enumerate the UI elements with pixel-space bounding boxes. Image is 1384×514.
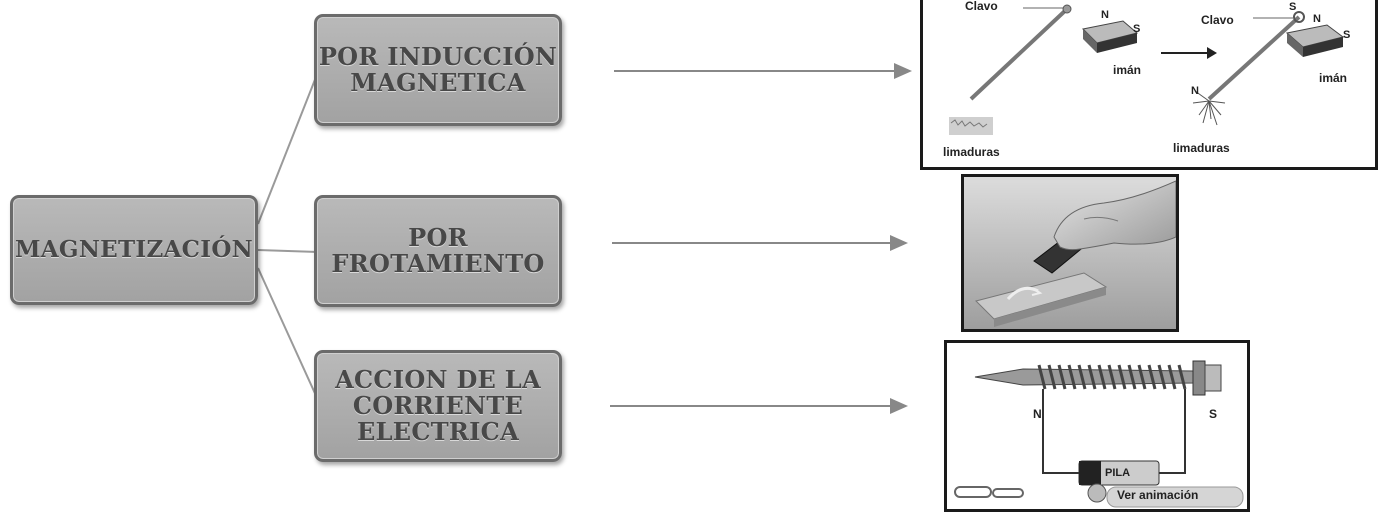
label-iman-left: imán [1113, 63, 1142, 77]
nail-head [1192, 360, 1206, 396]
label-n-left: N [1101, 9, 1109, 21]
ver-animacion-button[interactable]: Ver animación [1117, 488, 1199, 502]
connector-root-to-induction [257, 71, 319, 225]
current-drawing [954, 360, 1244, 508]
label-limaduras-right: limaduras [1173, 141, 1230, 155]
label-clavo-left: Clavo [965, 0, 998, 13]
label-n-tip-right: N [1191, 85, 1199, 97]
magnet-right [1285, 24, 1345, 57]
nail-left [969, 7, 1069, 101]
label-limaduras-left: limaduras [943, 145, 1000, 159]
label-iman-right: imán [1319, 71, 1348, 85]
friction-illustration [961, 174, 1179, 332]
coil [1037, 364, 1187, 390]
induction-drawing [949, 4, 1345, 135]
label-clavo-right: Clavo [1201, 13, 1234, 27]
magnet-left [1081, 20, 1139, 53]
label-n-coil: N [1033, 407, 1042, 421]
wire-right [1159, 389, 1186, 474]
induction-illustration: Clavo N S imán limaduras Clavo S N S imá… [920, 0, 1378, 170]
method-label-frotamiento: POR FROTAMIENTO [331, 223, 545, 278]
connector-root-to-current [257, 267, 319, 401]
label-n-right: N [1313, 13, 1321, 25]
method-label-corriente: ACCION DE LA CORRIENTE ELECTRICA [335, 365, 541, 446]
label-s-right: S [1343, 29, 1351, 41]
label-s-coil: S [1209, 407, 1218, 421]
label-s-left: S [1133, 23, 1141, 35]
method-node-corriente: ACCION DE LA CORRIENTE ELECTRICA [314, 350, 562, 462]
friction-drawing [964, 177, 1176, 329]
method-node-frotamiento: POR FROTAMIENTO [314, 195, 562, 307]
hand [1053, 180, 1176, 251]
label-s-nail-right: S [1289, 1, 1297, 13]
method-node-induccion: POR INDUCCIÓN MAGNETICA [314, 14, 562, 126]
root-node-magnetizacion: MAGNETIZACIÓN [10, 195, 258, 305]
current-illustration: N S PILA Ver animación [944, 340, 1250, 512]
ver-animacion-button-bg [1106, 486, 1244, 508]
transition-arrow [1207, 47, 1217, 59]
filings-right [1192, 90, 1226, 126]
arrow-induction-head [894, 63, 912, 79]
wire-left [1042, 389, 1079, 474]
method-label-induccion: POR INDUCCIÓN MAGNETICA [318, 42, 558, 97]
filings-left [949, 117, 993, 135]
connector-root-to-friction [257, 249, 319, 253]
root-label: MAGNETIZACIÓN [14, 236, 254, 263]
arrow-current-head [890, 398, 908, 414]
paper-clips [954, 486, 1024, 498]
arrow-friction-head [890, 235, 908, 251]
nail-right [1207, 15, 1301, 101]
label-pila: PILA [1105, 467, 1131, 479]
